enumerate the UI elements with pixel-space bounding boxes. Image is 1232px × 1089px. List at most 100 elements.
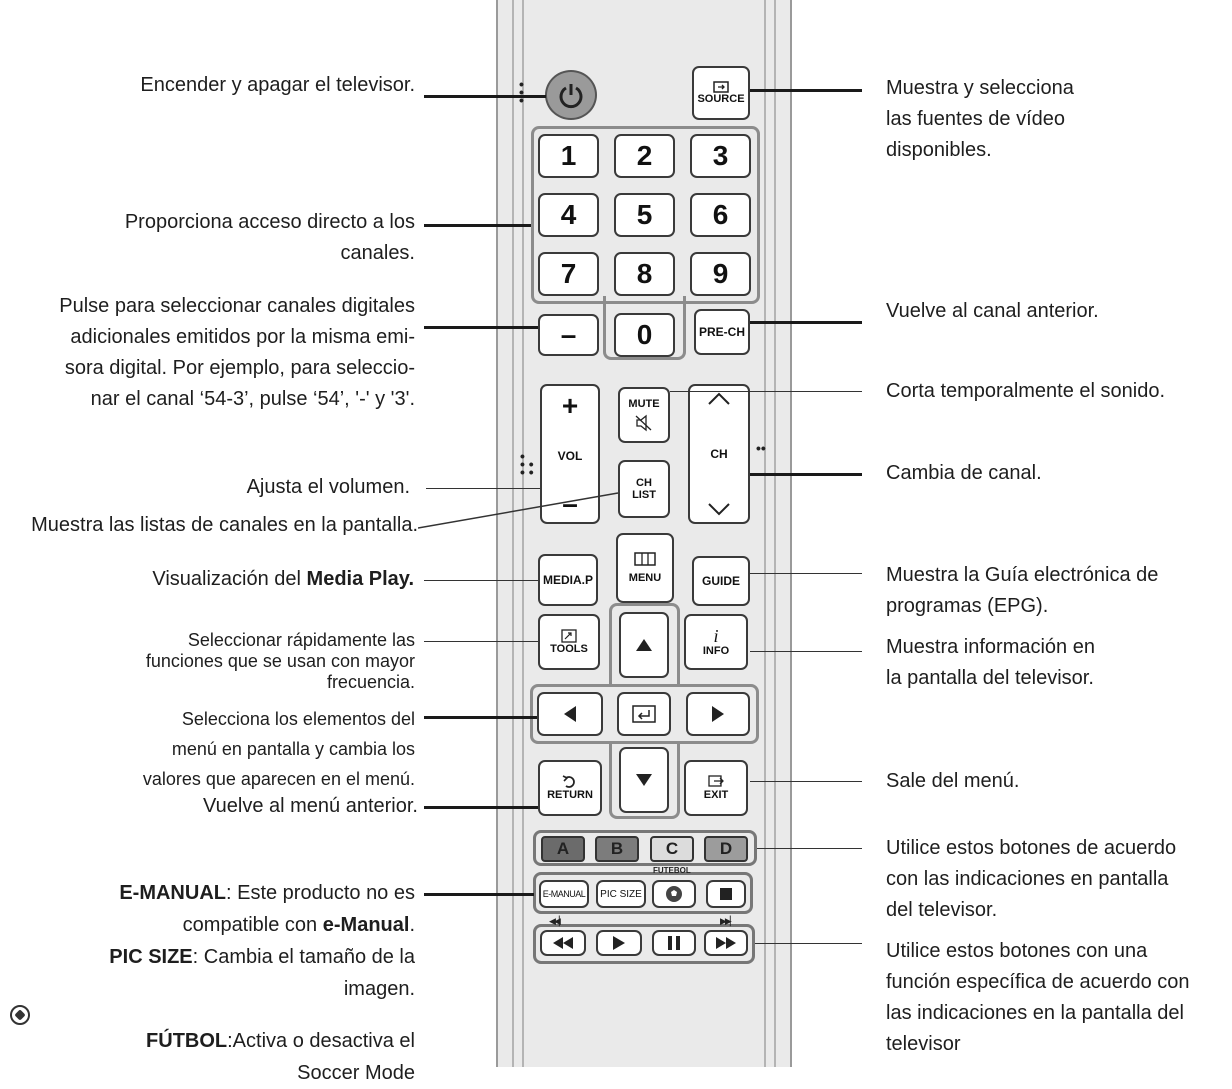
- return-label: RETURN: [547, 789, 593, 801]
- e-manual-button[interactable]: E-MANUAL: [539, 880, 589, 908]
- nav-left-button[interactable]: [537, 692, 603, 736]
- power-button[interactable]: [545, 70, 597, 120]
- leader-guide: [750, 573, 862, 574]
- source-label: SOURCE: [697, 93, 745, 105]
- info-button[interactable]: i INFO: [684, 614, 748, 670]
- enter-button[interactable]: [617, 692, 671, 736]
- digit-4-button[interactable]: 4: [538, 193, 599, 237]
- skip-forward-icon: ▶▶▏: [720, 916, 737, 926]
- label-nav-line-2: menú en pantalla y cambia los: [171, 739, 415, 759]
- channel-rocker[interactable]: CH: [688, 384, 750, 524]
- mute-button[interactable]: MUTE: [618, 387, 670, 443]
- digit-9-button[interactable]: 9: [690, 252, 751, 296]
- color-button-d[interactable]: D: [704, 836, 748, 862]
- volume-label: VOL: [557, 449, 583, 463]
- digit-0-button[interactable]: 0: [614, 313, 675, 357]
- label-guide-line-2: programas (EPG).: [886, 595, 1049, 617]
- ch-list-button[interactable]: CH LIST: [618, 460, 670, 518]
- label-playback-line-2: función específica de acuerdo con: [886, 971, 1190, 993]
- channel-dots: ••: [756, 440, 766, 456]
- leader-navigation: [424, 716, 537, 719]
- label-channel: Cambia de canal.: [886, 458, 1226, 489]
- label-digits-line-2: canales.: [340, 242, 416, 264]
- label-source-line-2: las fuentes de vídeo: [886, 108, 1066, 130]
- label-playback: Utilice estos botones con una función es…: [886, 936, 1232, 1060]
- leader-digits: [424, 224, 531, 227]
- tools-icon: [561, 629, 577, 643]
- media-play-button[interactable]: MEDIA.P: [538, 554, 598, 606]
- exit-icon: [708, 775, 724, 787]
- label-return-text: Vuelve al menú anterior.: [203, 795, 418, 817]
- digit-5-button[interactable]: 5: [614, 193, 675, 237]
- mute-speaker-icon: [635, 414, 652, 432]
- power-indicator-dots: •••: [519, 76, 524, 108]
- digit-6-button[interactable]: 6: [690, 193, 751, 237]
- pic-size-button[interactable]: PIC SIZE: [596, 880, 646, 908]
- nav-up-frame: [609, 603, 680, 687]
- label-picsize-text: : Cambia el tamaño de la: [192, 946, 415, 968]
- digit-3-button[interactable]: 3: [690, 134, 751, 178]
- label-return: Vuelve al menú anterior.: [10, 791, 418, 822]
- digit-8-button[interactable]: 8: [614, 252, 675, 296]
- label-futbol-name: FÚTBOL: [146, 1030, 228, 1052]
- dash-button[interactable]: –: [538, 314, 599, 356]
- play-button[interactable]: [596, 930, 642, 956]
- digit-4-label: 4: [560, 199, 577, 230]
- label-media-play: Visualización del Media Play.: [10, 564, 414, 595]
- digit-1-button[interactable]: 1: [538, 134, 599, 178]
- nav-down-button[interactable]: [619, 747, 669, 813]
- exit-button[interactable]: EXIT: [684, 760, 748, 816]
- nav-up-button[interactable]: [619, 612, 669, 678]
- label-dash-line-4: nar el canal ‘54-3’, pulse ‘54’, '-' y '…: [90, 388, 415, 410]
- label-exit-text: Sale del menú.: [886, 770, 1020, 792]
- digit-2-button[interactable]: 2: [614, 134, 675, 178]
- guide-label: GUIDE: [701, 574, 740, 588]
- leader-color-buttons: [757, 848, 862, 849]
- fast-forward-button[interactable]: [704, 930, 748, 956]
- prech-label: PRE-CH: [698, 325, 745, 339]
- arrow-right-icon: [712, 706, 724, 722]
- color-button-b[interactable]: B: [595, 836, 639, 862]
- color-d-label: D: [719, 839, 733, 858]
- label-channel-text: Cambia de canal.: [886, 462, 1042, 484]
- info-icon: i: [713, 626, 719, 646]
- label-ch-list-text: Muestra las listas de canales en la pant…: [31, 514, 418, 536]
- tools-button[interactable]: TOOLS: [538, 614, 600, 670]
- leader-prech: [750, 321, 862, 324]
- leader-exit: [750, 781, 862, 782]
- football-button[interactable]: [652, 880, 696, 908]
- volume-rocker[interactable]: + VOL –: [540, 384, 600, 524]
- volume-up-label: +: [561, 390, 579, 421]
- color-button-c[interactable]: C: [650, 836, 694, 862]
- pause-button[interactable]: [652, 930, 696, 956]
- rewind-icon: [553, 937, 573, 949]
- color-button-a[interactable]: A: [541, 836, 585, 862]
- menu-button[interactable]: MENU: [616, 533, 674, 603]
- e-manual-label: E-MANUAL: [542, 889, 586, 899]
- digit-0-label: 0: [636, 319, 653, 350]
- label-volume: Ajusta el volumen.: [10, 472, 410, 503]
- return-button[interactable]: RETURN: [538, 760, 602, 816]
- label-info-line-1: Muestra información en: [886, 636, 1095, 658]
- leader-mute: [670, 391, 862, 392]
- prech-button[interactable]: PRE-CH: [694, 309, 750, 355]
- ch-list-label-2: LIST: [632, 489, 656, 501]
- arrow-left-icon: [564, 706, 576, 722]
- stop-button[interactable]: [706, 880, 746, 908]
- digit-7-label: 7: [560, 258, 577, 289]
- source-icon: [713, 81, 729, 93]
- remote-rail-right-inner: [764, 0, 766, 1067]
- label-digits-line-1: Proporciona acceso directo a los: [124, 211, 415, 233]
- futebol-label: FUTEBOL: [653, 866, 691, 875]
- digit-5-label: 5: [636, 199, 653, 230]
- rewind-button[interactable]: [540, 930, 586, 956]
- digit-9-label: 9: [712, 258, 729, 289]
- nav-right-button[interactable]: [686, 692, 750, 736]
- digit-7-button[interactable]: 7: [538, 252, 599, 296]
- arrow-up-icon: [636, 639, 652, 651]
- source-button[interactable]: SOURCE: [692, 66, 750, 120]
- digit-1-label: 1: [560, 140, 577, 171]
- guide-button[interactable]: GUIDE: [692, 556, 750, 606]
- color-b-label: B: [610, 839, 624, 858]
- pic-size-label: PIC SIZE: [600, 888, 642, 900]
